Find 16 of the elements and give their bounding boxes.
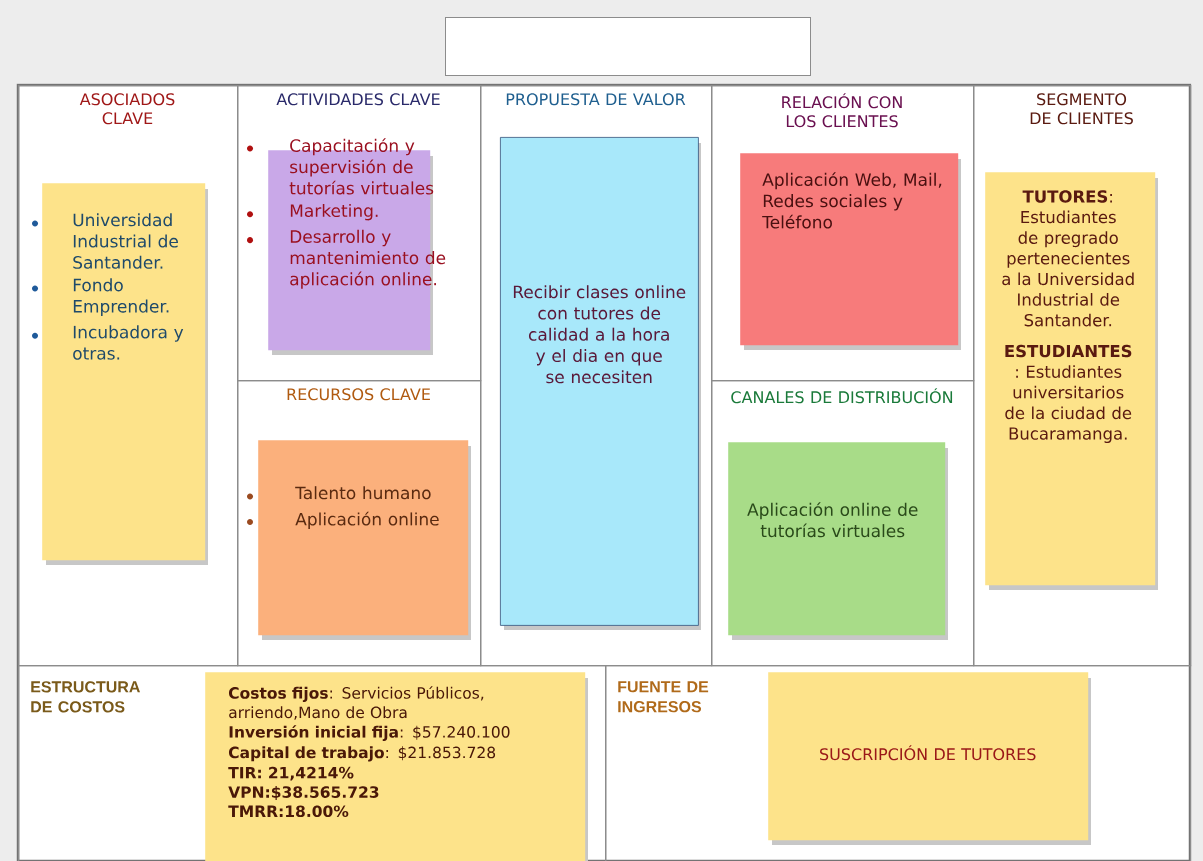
cell-heading: PROPUESTA DE VALOR <box>506 93 686 106</box>
cell-heading: RECURSOS CLAVE <box>287 388 430 401</box>
cell-heading: ACTIVIDADES CLAVE <box>276 93 440 106</box>
cell-heading: ASOCIADOS CLAVE <box>79 93 175 125</box>
cell-heading: ESTRUCTURA DE COSTOS <box>31 681 140 713</box>
note-text: Capital de trabajo: $21.853.728 <box>228 746 496 762</box>
note-text: Inversión inicial fija: $57.240.100 <box>229 725 510 741</box>
note-text: VPN:$38.565.723 <box>228 785 379 800</box>
note-text: TIR: 21,4214% <box>228 766 354 781</box>
note-text: TMRR:18.00% <box>228 805 349 818</box>
cell-heading: FUENTE DE INGRESOS <box>618 681 709 713</box>
title-box <box>445 17 811 76</box>
cell-heading: CANALES DE DISTRIBUCIÓN <box>731 388 953 404</box>
cell-heading: SEGMENTO DE CLIENTES <box>1030 93 1133 125</box>
note-text: Costos fijos: Servicios Públicos, arriendo,Mano de Obra <box>228 686 484 720</box>
cell-heading: RELACIÓN CON LOS CLIENTES <box>782 93 902 128</box>
